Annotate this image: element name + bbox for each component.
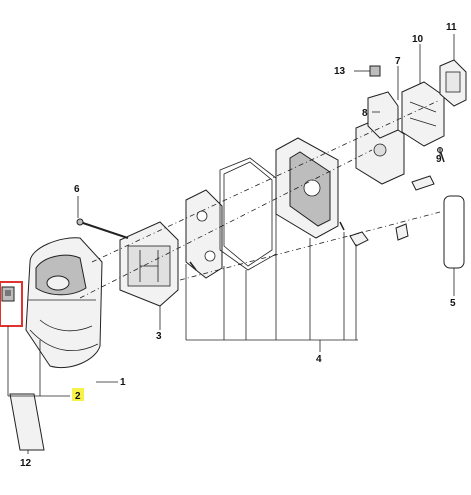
gasket-outline — [219, 157, 277, 271]
carburetor — [355, 81, 445, 185]
clip-part — [1, 286, 15, 302]
callout-4: 4 — [316, 354, 322, 365]
callout-labels: 1 2 3 4 5 6 7 8 9 10 11 12 13 — [20, 22, 457, 469]
callout-12: 12 — [20, 458, 32, 469]
callout-5: 5 — [450, 298, 456, 309]
callout-2: 2 — [75, 391, 81, 402]
cover-plate — [439, 59, 467, 107]
callout-2-highlight — [72, 388, 84, 401]
callout-1: 1 — [120, 377, 126, 388]
callout-8: 8 — [362, 108, 368, 119]
highlight-box — [0, 281, 23, 327]
callout-11: 11 — [446, 22, 457, 33]
long-screw — [76, 218, 129, 239]
gasket-plate — [185, 189, 223, 279]
intake-adapter — [275, 137, 339, 239]
air-filter-cover — [25, 237, 103, 369]
callout-10: 10 — [412, 34, 424, 45]
callout-9: 9 — [436, 154, 442, 165]
callout-7: 7 — [395, 56, 401, 67]
filter-sheet — [9, 393, 45, 451]
callout-13: 13 — [334, 66, 346, 77]
leader-lines — [7, 34, 455, 454]
air-filter-element — [119, 221, 179, 307]
callout-3: 3 — [156, 331, 162, 342]
callout-6: 6 — [74, 184, 80, 195]
gasket-pad — [443, 195, 465, 269]
plug-cap — [369, 65, 381, 77]
alignment-axes — [79, 99, 441, 299]
